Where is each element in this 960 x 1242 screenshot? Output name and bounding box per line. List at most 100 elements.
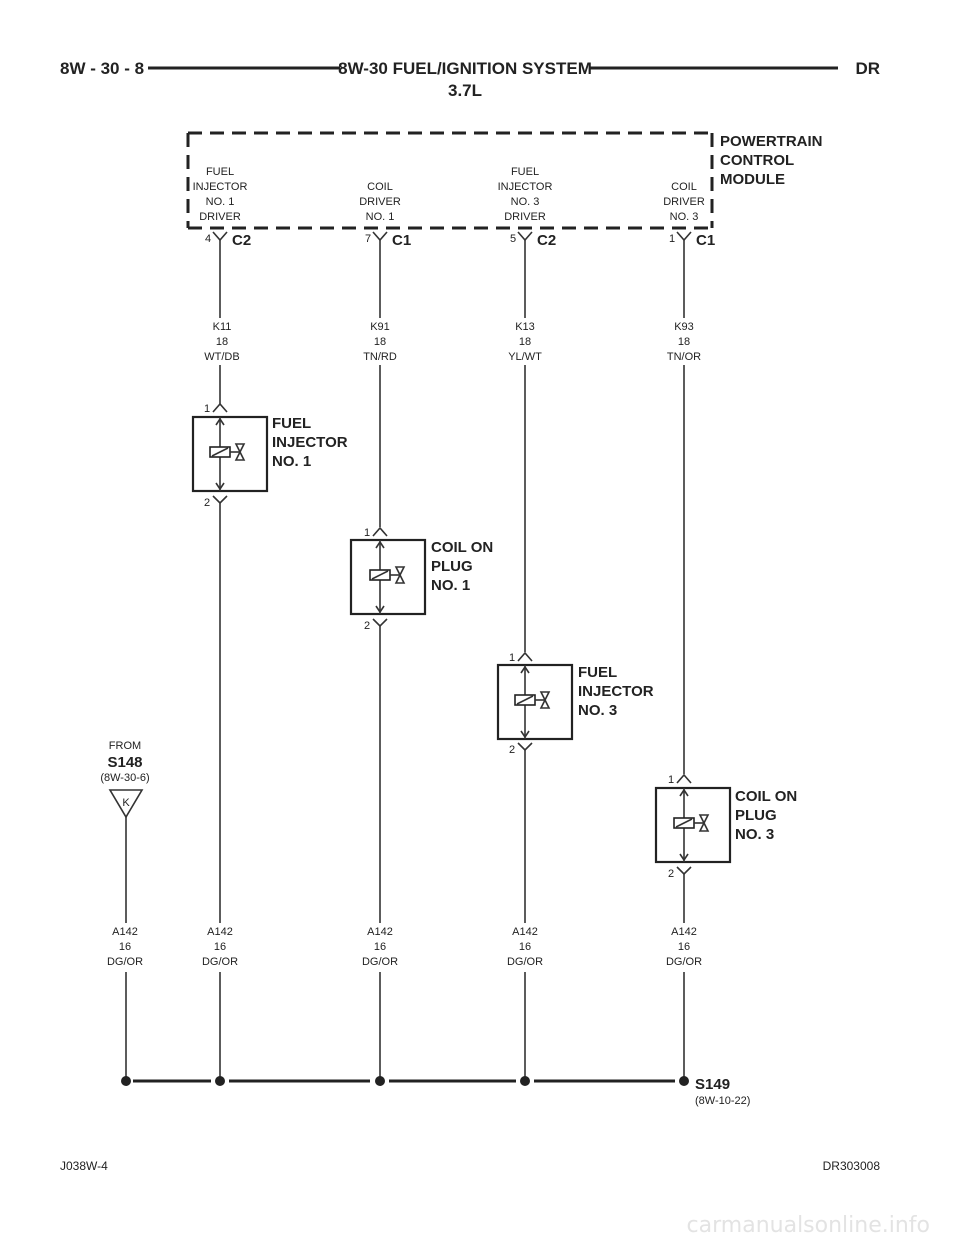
svg-text:NO. 1: NO. 1	[366, 211, 395, 223]
svg-text:1: 1	[669, 233, 675, 245]
svg-text:K11: K11	[213, 321, 232, 333]
svg-text:18: 18	[374, 336, 386, 348]
svg-text:18: 18	[678, 336, 690, 348]
svg-text:COIL ON: COIL ON	[431, 539, 493, 556]
svg-text:1: 1	[668, 774, 674, 786]
coil-on-plug-3: 1 2 COIL ON PLUG NO. 3	[654, 773, 797, 880]
svg-text:NO. 1: NO. 1	[206, 196, 235, 208]
footer-left-code: J038W-4	[60, 1159, 108, 1173]
splice-dot	[121, 1076, 131, 1086]
splice-name: S149	[695, 1076, 730, 1093]
svg-text:INJECTOR: INJECTOR	[272, 434, 348, 451]
svg-text:16: 16	[214, 941, 226, 953]
fuel-injector-1: 1 2 FUEL INJECTOR NO. 1	[191, 402, 348, 509]
svg-text:COIL: COIL	[671, 181, 697, 193]
wire-label-a142-5: A142 16 DG/OR	[666, 926, 702, 968]
svg-text:1: 1	[509, 652, 515, 664]
svg-text:DG/OR: DG/OR	[202, 956, 238, 968]
svg-text:DG/OR: DG/OR	[507, 956, 543, 968]
splice-dot	[679, 1076, 689, 1086]
wire-label-k91: K91 18 TN/RD	[363, 321, 397, 363]
svg-text:2: 2	[668, 868, 674, 880]
svg-text:C2: C2	[232, 232, 251, 249]
svg-text:A142: A142	[112, 926, 138, 938]
driver-coil-3: COIL DRIVER NO. 3	[663, 181, 705, 223]
footer-right-code: DR303008	[823, 1159, 881, 1173]
svg-text:YL/WT: YL/WT	[508, 351, 542, 363]
splice-ref: (8W-10-22)	[695, 1095, 750, 1107]
coil-on-plug-1: 1 2 COIL ON PLUG NO. 1	[349, 526, 493, 632]
svg-text:NO. 1: NO. 1	[272, 453, 311, 470]
svg-text:FUEL: FUEL	[206, 166, 234, 178]
svg-text:PLUG: PLUG	[735, 807, 777, 824]
svg-text:1: 1	[204, 403, 210, 415]
svg-text:DRIVER: DRIVER	[663, 196, 705, 208]
splice-dot	[215, 1076, 225, 1086]
svg-text:16: 16	[374, 941, 386, 953]
svg-text:NO. 1: NO. 1	[431, 577, 470, 594]
svg-text:INJECTOR: INJECTOR	[193, 181, 248, 193]
pcm-pin-2: 7 C1	[365, 231, 411, 249]
svg-text:DRIVER: DRIVER	[504, 211, 546, 223]
svg-text:NO. 3: NO. 3	[578, 702, 617, 719]
svg-text:DG/OR: DG/OR	[107, 956, 143, 968]
svg-text:PLUG: PLUG	[431, 558, 473, 575]
valve-icon	[698, 814, 710, 832]
pcm-pin-4: 1 C1	[669, 231, 715, 249]
svg-text:K13: K13	[515, 321, 535, 333]
svg-text:1: 1	[364, 527, 370, 539]
svg-text:16: 16	[678, 941, 690, 953]
svg-text:2: 2	[364, 620, 370, 632]
wire-label-a142-3: A142 16 DG/OR	[362, 926, 398, 968]
splice-dot	[520, 1076, 530, 1086]
svg-text:16: 16	[519, 941, 531, 953]
svg-text:TN/OR: TN/OR	[667, 351, 701, 363]
svg-text:7: 7	[365, 233, 371, 245]
svg-text:NO. 3: NO. 3	[735, 826, 774, 843]
svg-text:18: 18	[519, 336, 531, 348]
source-s148: FROM S148 (8W-30-6) K	[100, 740, 150, 819]
wire-label-a142-2: A142 16 DG/OR	[202, 926, 238, 968]
driver-fuel-injector-1: FUEL INJECTOR NO. 1 DRIVER	[193, 166, 248, 223]
svg-text:TN/RD: TN/RD	[363, 351, 397, 363]
connector-triangle-icon	[108, 789, 144, 819]
svg-text:(8W-30-6): (8W-30-6)	[100, 772, 149, 784]
svg-text:DG/OR: DG/OR	[666, 956, 702, 968]
wire-label-k13: K13 18 YL/WT	[508, 321, 542, 363]
svg-text:A142: A142	[512, 926, 538, 938]
splice-dot	[375, 1076, 385, 1086]
svg-text:FUEL: FUEL	[578, 664, 617, 681]
driver-fuel-injector-3: FUEL INJECTOR NO. 3 DRIVER	[498, 166, 553, 223]
svg-text:NO. 3: NO. 3	[670, 211, 699, 223]
fuel-injector-3: 1 2 FUEL INJECTOR NO. 3	[496, 651, 654, 756]
svg-text:NO. 3: NO. 3	[511, 196, 540, 208]
page-title: 8W-30 FUEL/IGNITION SYSTEM	[338, 59, 592, 78]
watermark: carmanualsonline.info	[687, 1213, 930, 1238]
svg-text:FUEL: FUEL	[511, 166, 539, 178]
pcm-label-2: CONTROL	[720, 152, 794, 169]
wire-label-k11: K11 18 WT/DB	[204, 321, 239, 363]
svg-text:5: 5	[510, 233, 516, 245]
splice-s149-bus	[121, 1076, 689, 1086]
svg-text:INJECTOR: INJECTOR	[498, 181, 553, 193]
svg-text:DRIVER: DRIVER	[359, 196, 401, 208]
svg-text:C1: C1	[392, 232, 411, 249]
valve-icon	[539, 691, 551, 709]
svg-text:INJECTOR: INJECTOR	[578, 683, 654, 700]
svg-text:C1: C1	[696, 232, 715, 249]
svg-text:C2: C2	[537, 232, 556, 249]
svg-text:2: 2	[509, 744, 515, 756]
svg-text:A142: A142	[671, 926, 697, 938]
svg-text:K93: K93	[674, 321, 694, 333]
svg-text:A142: A142	[367, 926, 393, 938]
svg-text:DG/OR: DG/OR	[362, 956, 398, 968]
svg-text:2: 2	[204, 497, 210, 509]
wire-label-a142-4: A142 16 DG/OR	[507, 926, 543, 968]
valve-icon	[234, 443, 246, 461]
wire-label-k93: K93 18 TN/OR	[667, 321, 701, 363]
svg-text:K91: K91	[370, 321, 390, 333]
valve-icon	[394, 566, 406, 584]
svg-text:4: 4	[205, 233, 211, 245]
section-code: DR	[855, 59, 880, 78]
